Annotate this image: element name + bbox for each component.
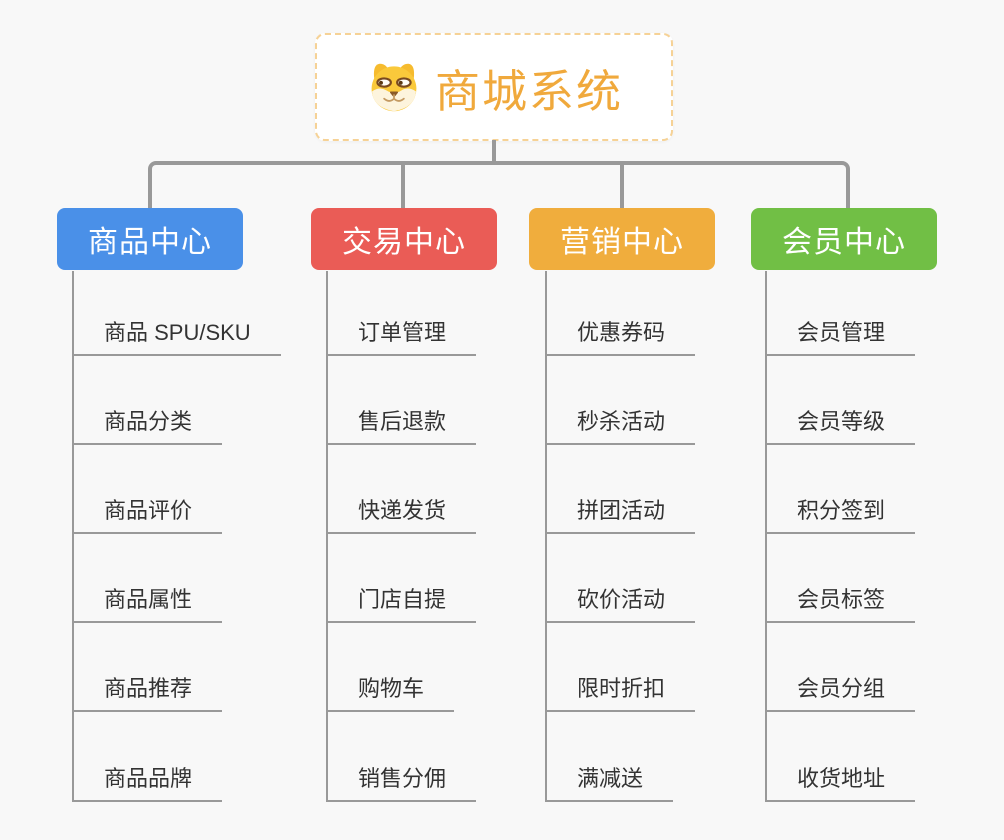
leaf-node[interactable]: 会员分组 (765, 674, 916, 712)
drop-connector-marketing (620, 165, 624, 208)
leaf-node[interactable]: 拼团活动 (545, 496, 696, 534)
leaf-node[interactable]: 满减送 (545, 764, 674, 802)
leaf-node[interactable]: 优惠券码 (545, 318, 696, 356)
shiba-dog-icon (371, 63, 417, 112)
root-node[interactable]: 商城系统 (315, 33, 673, 141)
leaf-node[interactable]: 收货地址 (765, 764, 916, 802)
branch-header-trade-center[interactable]: 交易中心 (311, 208, 497, 270)
spine-member-center (765, 271, 767, 802)
leaf-node[interactable]: 购物车 (326, 674, 455, 712)
leaf-node[interactable]: 售后退款 (326, 407, 477, 445)
branch-header-product-center[interactable]: 商品中心 (57, 208, 243, 270)
leaf-node[interactable]: 会员管理 (765, 318, 916, 356)
spine-trade-center (326, 271, 328, 802)
leaf-node[interactable]: 销售分佣 (326, 764, 477, 802)
leaf-node[interactable]: 砍价活动 (545, 585, 696, 623)
branch-header-marketing-center[interactable]: 营销中心 (529, 208, 715, 270)
leaf-node[interactable]: 秒杀活动 (545, 407, 696, 445)
leaf-node[interactable]: 商品品牌 (72, 764, 223, 802)
spine-marketing-center (545, 271, 547, 802)
leaf-node[interactable]: 快递发货 (326, 496, 477, 534)
leaf-node[interactable]: 商品评价 (72, 496, 223, 534)
root-stem-connector (492, 140, 496, 165)
branch-bus-connector (148, 161, 850, 211)
leaf-node[interactable]: 商品 SPU/SKU (72, 318, 281, 356)
leaf-node[interactable]: 门店自提 (326, 585, 477, 623)
leaf-node[interactable]: 商品推荐 (72, 674, 223, 712)
spine-product-center (72, 271, 74, 802)
leaf-node[interactable]: 积分签到 (765, 496, 916, 534)
branch-header-member-center[interactable]: 会员中心 (751, 208, 937, 270)
leaf-node[interactable]: 订单管理 (326, 318, 477, 356)
leaf-node[interactable]: 限时折扣 (545, 674, 696, 712)
root-title: 商城系统 (434, 65, 623, 117)
leaf-node[interactable]: 会员等级 (765, 407, 916, 445)
leaf-node[interactable]: 会员标签 (765, 585, 916, 623)
leaf-node[interactable]: 商品分类 (72, 407, 223, 445)
drop-connector-trade (401, 165, 405, 208)
leaf-node[interactable]: 商品属性 (72, 585, 223, 623)
